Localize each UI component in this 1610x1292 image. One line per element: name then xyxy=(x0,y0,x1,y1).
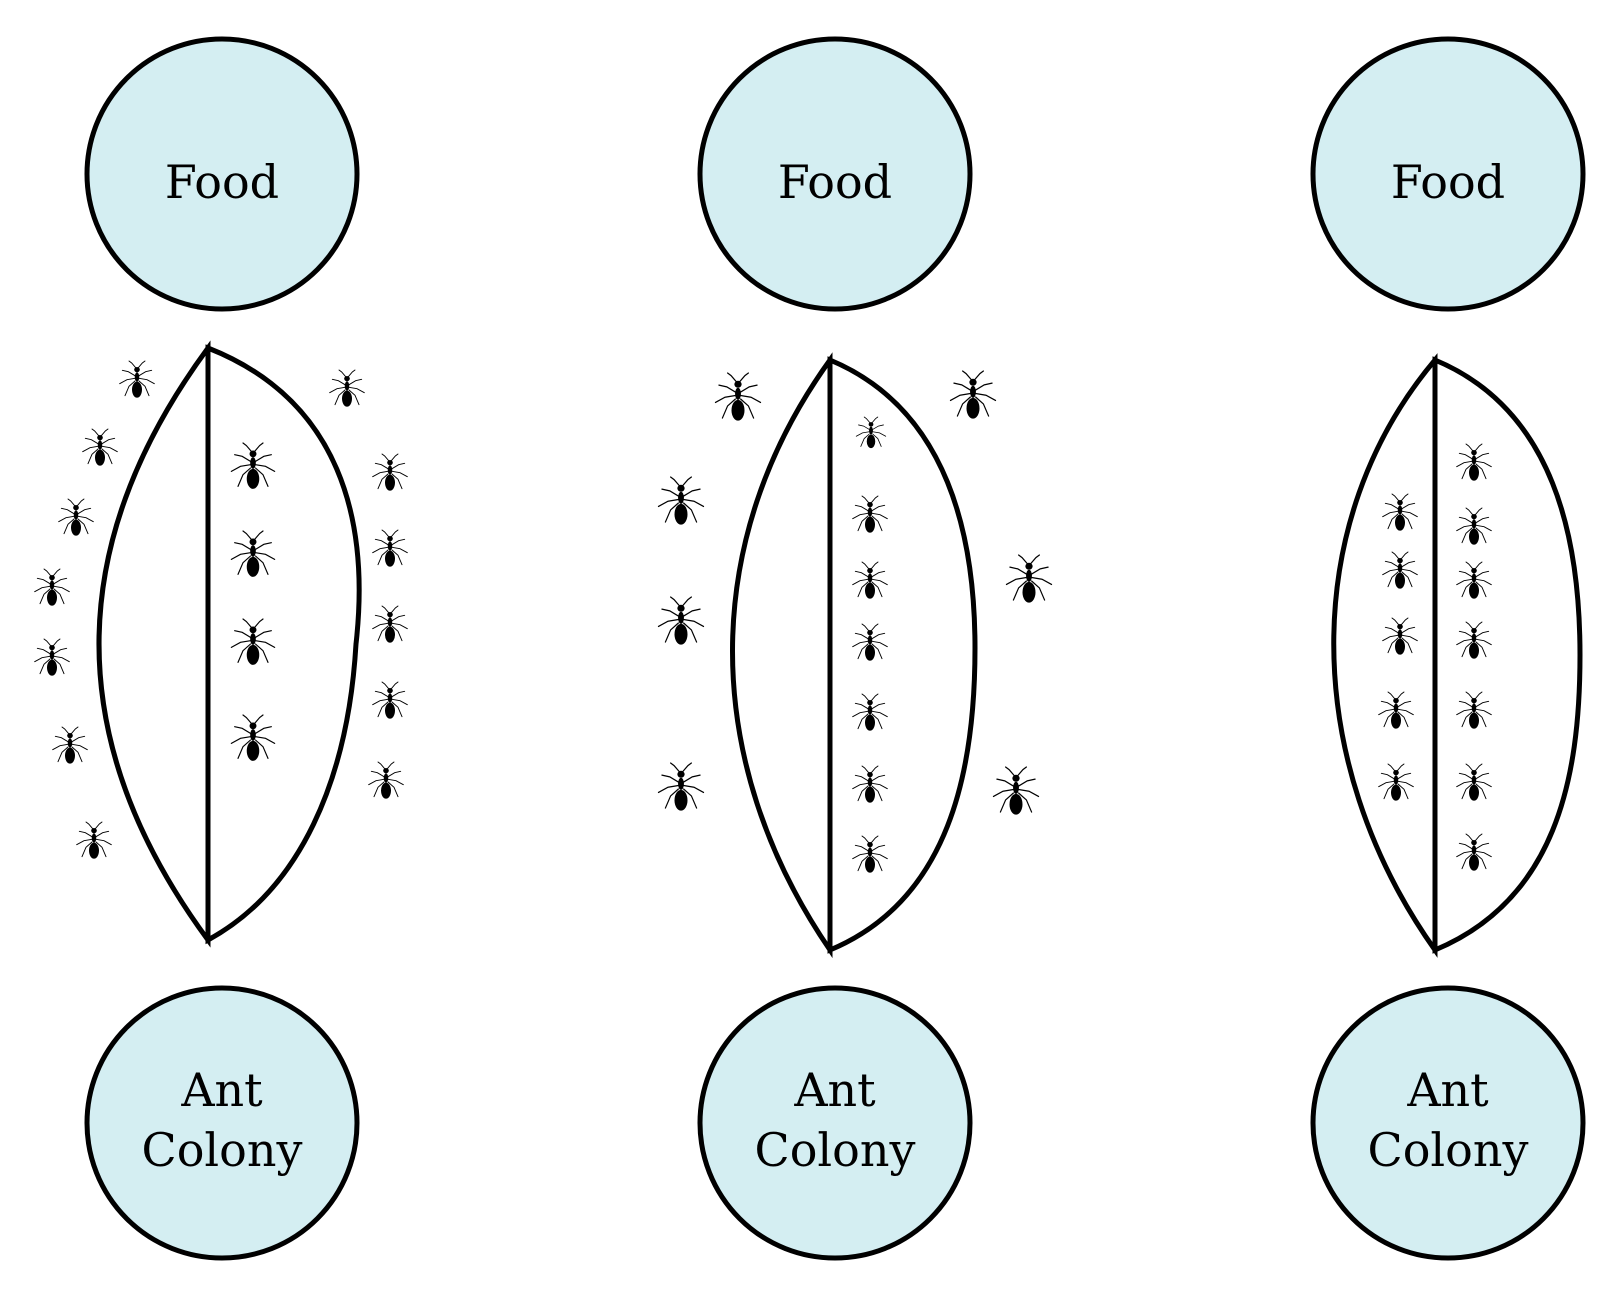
food-node: Food xyxy=(697,36,973,312)
ant-icon xyxy=(657,596,705,646)
colony-label-line1: Ant xyxy=(1406,1063,1489,1117)
ant-icon xyxy=(52,726,88,765)
ant-icon xyxy=(372,453,408,492)
colony-label-line2: Colony xyxy=(755,1123,916,1177)
ant-icon xyxy=(657,476,705,526)
ant-icon xyxy=(992,766,1040,816)
ant-icon xyxy=(34,568,70,607)
colony-node: Ant Colony xyxy=(697,985,973,1261)
ant-icon xyxy=(1005,554,1053,604)
ant-icon xyxy=(714,372,762,422)
colony-label-line1: Ant xyxy=(180,1063,263,1117)
ant-icon xyxy=(58,498,94,537)
paths-lens xyxy=(96,340,362,948)
long-path-fill xyxy=(827,356,978,954)
ant-icon xyxy=(372,605,408,644)
food-node: Food xyxy=(1310,36,1586,312)
colony-node: Ant Colony xyxy=(84,985,360,1261)
ant-icon xyxy=(372,681,408,720)
ant-icon xyxy=(372,529,408,568)
short-path xyxy=(730,352,833,959)
ant-icon xyxy=(368,761,404,800)
short-path xyxy=(1331,353,1438,958)
short-path xyxy=(96,340,211,948)
colony-label-line2: Colony xyxy=(142,1123,303,1177)
food-label: Food xyxy=(165,155,279,209)
ant-icon xyxy=(82,428,118,467)
colony-label-line2: Colony xyxy=(1368,1123,1529,1177)
ant-icon xyxy=(34,638,70,677)
ant-icon xyxy=(119,360,155,399)
colony-node: Ant Colony xyxy=(1310,985,1586,1261)
ant-icon xyxy=(329,369,365,408)
panel-3: Food Ant Colony xyxy=(1310,36,1586,1261)
food-node: Food xyxy=(84,36,360,312)
long-path-fill xyxy=(1432,356,1583,954)
ant-icon xyxy=(76,821,112,860)
food-label: Food xyxy=(1391,155,1505,209)
ant-icon xyxy=(657,762,705,812)
colony-label-line1: Ant xyxy=(793,1063,876,1117)
food-label: Food xyxy=(778,155,892,209)
paths-lens xyxy=(730,352,978,959)
ant-icon xyxy=(949,370,997,420)
paths-lens xyxy=(1331,353,1583,958)
long-path-fill xyxy=(205,344,362,945)
panel-1: Food Ant Colony xyxy=(34,36,408,1261)
panel-2: Food Ant Colony xyxy=(657,36,1053,1261)
